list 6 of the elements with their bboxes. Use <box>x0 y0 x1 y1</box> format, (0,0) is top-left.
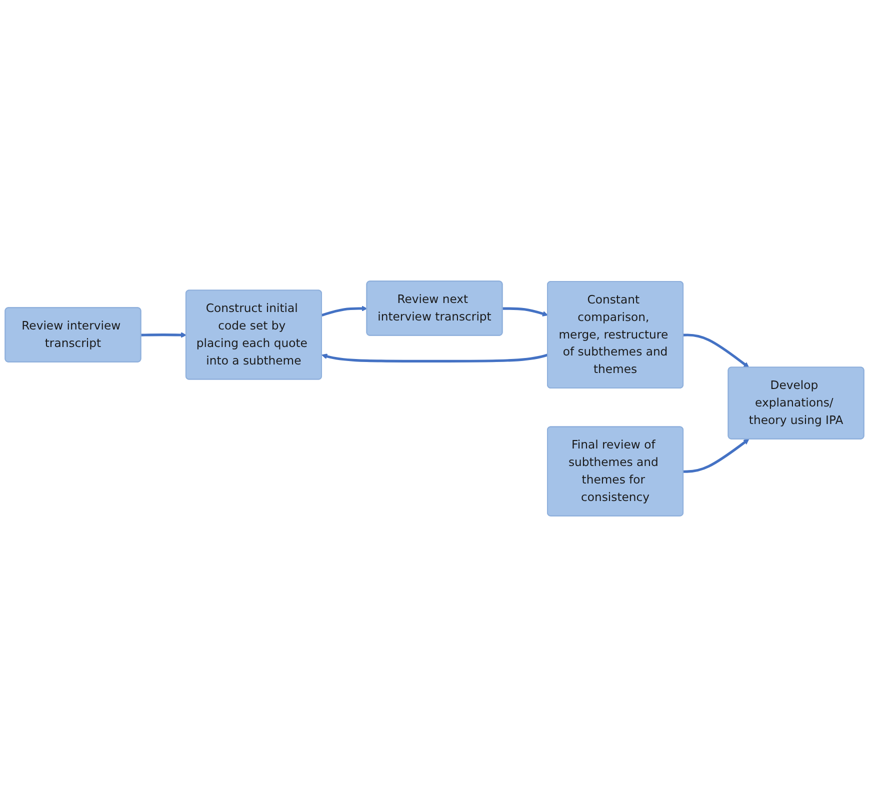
arrow <box>683 438 750 472</box>
arrow <box>141 332 187 338</box>
arrow <box>322 353 548 362</box>
arrow <box>321 305 368 316</box>
arrow <box>502 306 548 316</box>
arrow <box>683 333 750 368</box>
